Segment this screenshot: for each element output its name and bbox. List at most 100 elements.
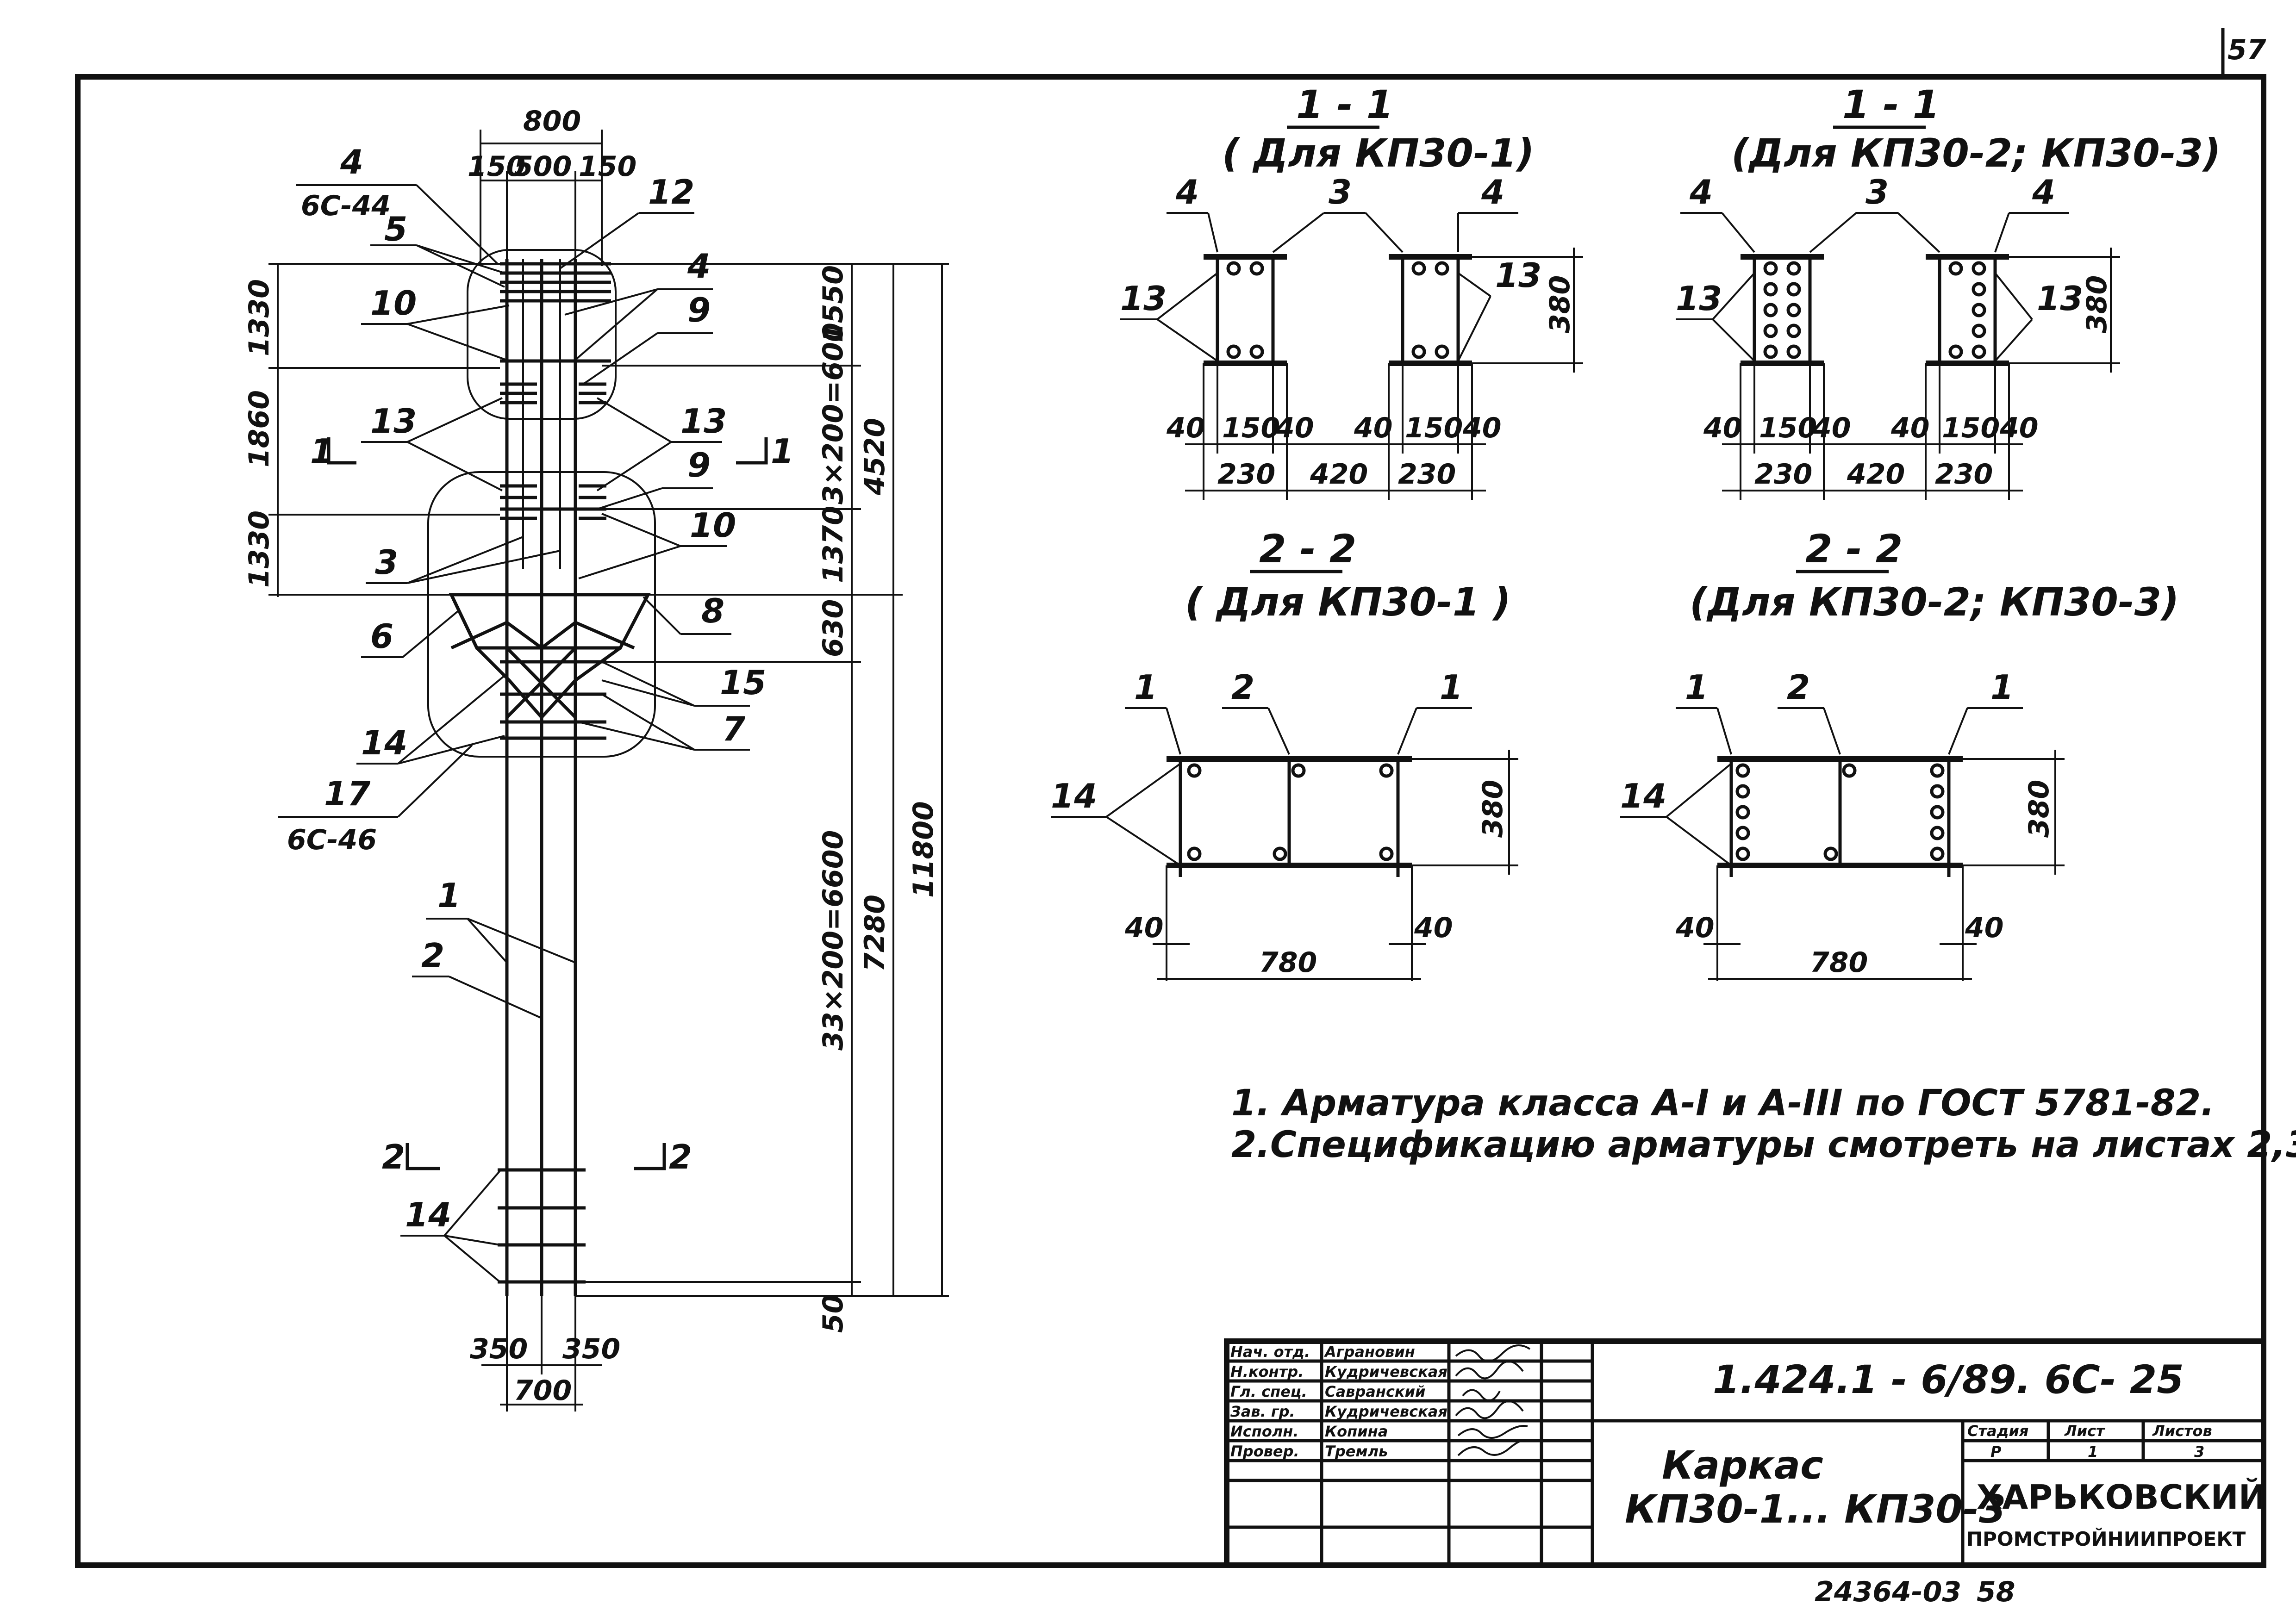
notes: 1. Арматура класса А-I и А-III по ГОСТ 5… — [1231, 1082, 2296, 1166]
tb-sheet: 1 — [2088, 1443, 2098, 1461]
sec22b-label-14: 14 — [1620, 777, 1666, 815]
tb-stage-header: Стадия — [1967, 1422, 2028, 1440]
sec11a-r1-3: 40 — [1354, 412, 1393, 444]
sec22b-label-1-left: 1 — [1685, 668, 1708, 707]
callout-5: 5 — [384, 210, 407, 249]
sec11a-r1-1: 150 — [1222, 412, 1280, 444]
tb-role-2: Н.контр. — [1230, 1363, 1304, 1380]
dim-bottom-total: 700 — [514, 1374, 572, 1407]
sec22a-left: 40 — [1124, 912, 1164, 944]
tb-sheet-header: Лист — [2064, 1422, 2106, 1440]
sec11a-r1-2: 40 — [1275, 412, 1314, 444]
sec11a-label-13-left: 13 — [1120, 279, 1167, 318]
tb-name-4: Кудричевская — [1325, 1403, 1447, 1420]
section-1-1-b-title: 1 - 1 — [1842, 82, 1940, 127]
tb-code: 1.424.1 - 6/89. 6С- 25 — [1713, 1357, 2184, 1402]
sec11a-r2-0: 230 — [1217, 458, 1275, 491]
tb-stage: Р — [1990, 1443, 2002, 1461]
sec22b-left: 40 — [1675, 912, 1715, 944]
dim-right-3x200: 3×200=600 — [817, 323, 849, 504]
callout-14b: 14 — [405, 1195, 451, 1234]
callout-13a: 13 — [370, 402, 417, 441]
callout-4-mark: 6С-44 — [301, 190, 391, 222]
callout-17-num: 17 — [324, 774, 370, 813]
sec11b-r1-5: 40 — [1999, 412, 2039, 444]
sec11a-r1-0: 40 — [1166, 412, 1205, 444]
dim-right-1550: 1550 — [817, 265, 849, 342]
sec22a-label-1-left: 1 — [1134, 668, 1157, 707]
callout-10a: 10 — [370, 284, 417, 323]
sec11a-label-3: 3 — [1329, 173, 1352, 211]
sec22a-label-1-right: 1 — [1440, 668, 1463, 707]
page-number: 57 — [2227, 34, 2266, 66]
section-mark-2-right: 2 — [669, 1138, 692, 1176]
section-1-1-kp30-2-3: 1 - 1 (Для КП30-2; КП30-3) 4 3 4 13 13 3… — [1676, 82, 2221, 500]
sec11b-label-4-right: 4 — [2032, 173, 2055, 211]
title-block: Нач. отд. Аграновин Н.контр. Кудричевска… — [1224, 1338, 2266, 1568]
section-2-2-kp30-2-3: 2 - 2 (Для КП30-2; КП30-3) 1 2 1 14 380 — [1620, 526, 2179, 981]
sec22b-label-1-right: 1 — [1990, 668, 2014, 707]
tb-name-3: Савранский — [1325, 1383, 1425, 1400]
tb-sheets: 3 — [2194, 1443, 2204, 1461]
note-2: 2.Спецификацию арматуры смотреть на лист… — [1231, 1124, 2296, 1166]
signatures — [1455, 1344, 1531, 1456]
callout-10b: 10 — [690, 506, 736, 545]
section-1-1-b-subtitle: (Для КП30-2; КП30-3) — [1731, 131, 2221, 176]
tb-role-4: Зав. гр. — [1230, 1403, 1295, 1420]
sec11b-label-4-left: 4 — [1689, 173, 1713, 211]
sec22b-right: 40 — [1965, 912, 2004, 944]
section-2-2-kp30-1: 2 - 2 ( Для КП30-1 ) 1 2 1 14 380 40 40 … — [1051, 526, 1518, 981]
callout-4b: 4 — [687, 247, 711, 286]
sec11b-label-13-right: 13 — [2037, 279, 2083, 318]
callout-6: 6 — [370, 617, 393, 656]
tb-org-line2: ПРОМСТРОЙНИИПРОЕКТ — [1966, 1527, 2246, 1550]
sec11a-r2-2: 230 — [1398, 458, 1456, 491]
sec11b-r1-3: 40 — [1890, 412, 1930, 444]
section-2-2-b-subtitle: (Для КП30-2; КП30-3) — [1690, 579, 2179, 625]
dim-right-33x200: 33×200=6600 — [817, 830, 849, 1051]
callout-9a: 9 — [687, 291, 711, 330]
sec11a-r2-1: 420 — [1310, 458, 1368, 491]
sec11b-r2-1: 420 — [1847, 458, 1905, 491]
callout-1: 1 — [437, 876, 461, 915]
callout-14a: 14 — [361, 723, 407, 762]
dim-right-50: 50 — [817, 1294, 849, 1333]
tb-org-line1: ХАРЬКОВСКИЙ — [1977, 1478, 2266, 1517]
dim-top-right: 150 — [579, 150, 636, 183]
sec11a-r1-5: 40 — [1462, 412, 1502, 444]
sec11b-r2-0: 230 — [1754, 458, 1812, 491]
footer-number: 58 — [1977, 1576, 2015, 1608]
dim-right-630: 630 — [817, 599, 849, 657]
tb-name-6: Тремль — [1325, 1443, 1388, 1460]
callout-17-mark: 6С-46 — [287, 824, 377, 856]
section-1-1-kp30-1: 1 - 1 ( Для КП30-1) 4 3 4 13 13 380 — [1120, 82, 1583, 500]
sec22a-label-14: 14 — [1051, 777, 1097, 815]
section-mark-2-left: 2 — [382, 1138, 405, 1176]
callout-13b: 13 — [680, 402, 727, 441]
callout-12: 12 — [648, 173, 694, 211]
tb-role-6: Провер. — [1230, 1443, 1299, 1460]
dim-bottom-left: 350 — [470, 1333, 528, 1365]
sec22b-height: 380 — [2023, 780, 2055, 838]
tb-role-1: Нач. отд. — [1230, 1343, 1310, 1361]
dim-top-left: 150 — [468, 150, 525, 183]
sheet-frame: 57 — [75, 28, 2266, 1568]
dim-top-mid: 500 — [514, 150, 572, 183]
sec11a-label-4-left: 4 — [1175, 173, 1199, 211]
dim-right-1370: 1370 — [817, 506, 849, 583]
dim-left-1: 1330 — [243, 279, 275, 356]
sec22b-label-2: 2 — [1787, 668, 1810, 707]
dim-left-3: 1330 — [243, 510, 275, 588]
tb-name-2: Кудричевская — [1325, 1363, 1447, 1380]
sec22a-right: 40 — [1414, 912, 1453, 944]
callout-8: 8 — [701, 591, 724, 630]
sec22a-label-2: 2 — [1231, 668, 1254, 707]
sec22a-width: 780 — [1259, 946, 1317, 979]
sec11b-label-3: 3 — [1866, 173, 1889, 211]
sec22a-height: 380 — [1477, 780, 1509, 838]
section-2-2-a-title: 2 - 2 — [1259, 526, 1356, 572]
callout-2: 2 — [421, 936, 444, 975]
sec11b-r1-0: 40 — [1703, 412, 1742, 444]
section-2-2-b-title: 2 - 2 — [1805, 526, 1903, 572]
dim-right-7280: 7280 — [859, 895, 891, 972]
